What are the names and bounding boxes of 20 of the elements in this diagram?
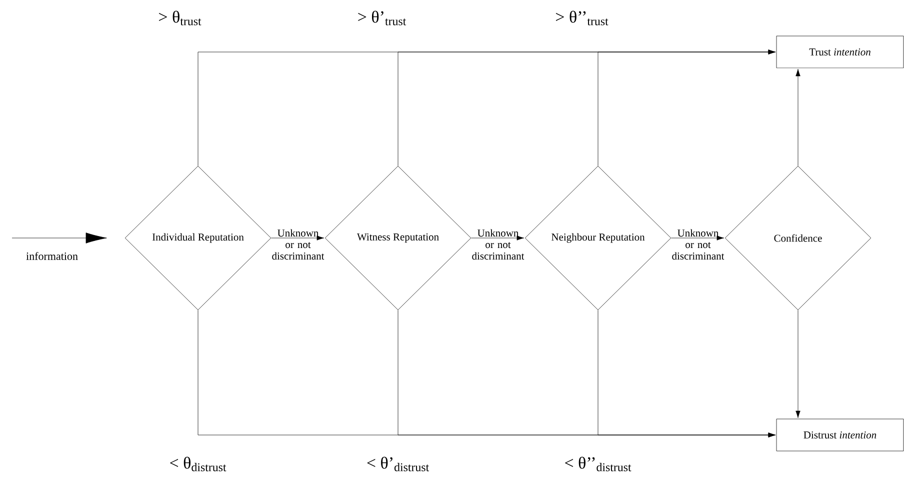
arrow <box>796 310 800 418</box>
edge-label: Unknown or not discriminant <box>272 229 324 260</box>
edge-label: < θ’’$_{distrust}$ <box>565 456 632 472</box>
arrow <box>671 236 724 240</box>
arrow <box>796 68 800 166</box>
outcome-box: Distrust intention <box>776 418 904 452</box>
edge-label: < θ$_{distrust}$ <box>170 456 226 472</box>
edge-label: > θ$_{trust}$ <box>159 10 202 26</box>
arrow <box>12 232 107 244</box>
edge-label: Unknown or not discriminant <box>472 229 524 260</box>
edge-label: > θ’’$_{trust}$ <box>556 10 608 26</box>
arrow <box>471 236 524 240</box>
outcome-box: Trust intention <box>776 36 904 68</box>
edge-label: Unknown or not discriminant <box>672 229 724 260</box>
arrow <box>271 236 324 240</box>
arrow <box>598 310 776 438</box>
edge-label: > θ’$_{trust}$ <box>358 10 406 26</box>
edge-label: < θ’$_{distrust}$ <box>367 456 430 472</box>
edge-label: information <box>26 252 78 260</box>
arrow <box>598 50 776 166</box>
